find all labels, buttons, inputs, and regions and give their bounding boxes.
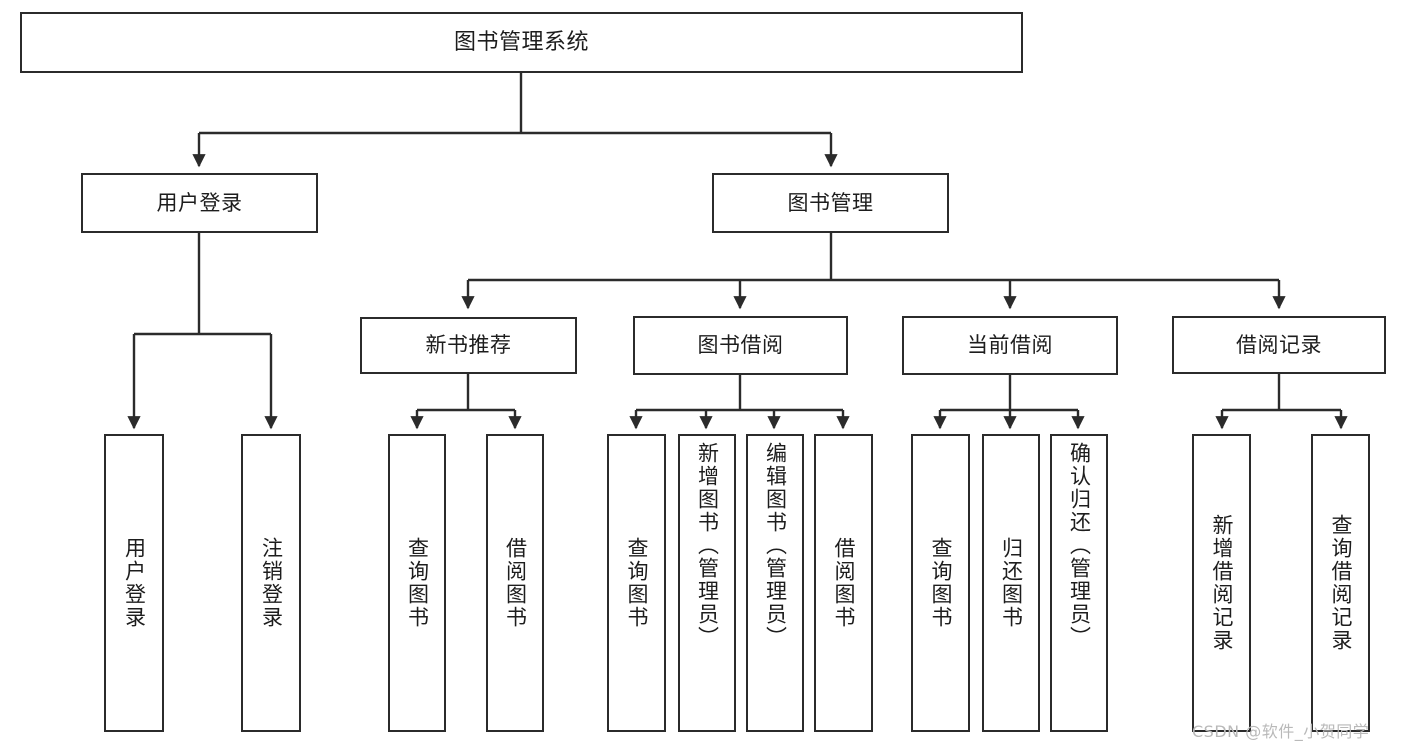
node-leaf-query-borrow-record-label: 查询借阅记录 [1329,514,1353,652]
node-leaf-logout[interactable]: 注销登录 [241,434,301,732]
node-leaf-add-borrow-record[interactable]: 新增借阅记录 [1192,434,1251,732]
node-leaf-query-book-recommend[interactable]: 查询图书 [388,434,446,732]
node-book-borrow-label: 图书借阅 [697,333,784,358]
node-user-login-label: 用户登录 [156,190,243,215]
node-leaf-query-book-borrow[interactable]: 查询图书 [607,434,666,732]
node-root-label: 图书管理系统 [453,29,589,55]
node-leaf-query-borrow-record[interactable]: 查询借阅记录 [1311,434,1370,732]
node-book-management-label: 图书管理 [787,190,874,215]
node-leaf-add-book[interactable]: 新增图书（管理员） [678,434,736,732]
node-borrow-record[interactable]: 借阅记录 [1172,316,1386,374]
node-user-login[interactable]: 用户登录 [81,173,318,233]
node-leaf-user-login-label: 用户登录 [122,537,147,629]
node-borrow-record-label: 借阅记录 [1236,332,1322,357]
node-leaf-edit-book[interactable]: 编辑图书（管理员） [746,434,804,732]
node-leaf-user-login[interactable]: 用户登录 [104,434,164,732]
node-leaf-edit-book-label: 编辑图书（管理员） [763,442,788,649]
node-leaf-borrow-book-label: 借阅图书 [832,537,856,629]
node-leaf-borrow-book-recommend-label: 借阅图书 [503,537,528,629]
node-new-book-recommend-label: 新书推荐 [425,333,512,358]
node-leaf-return-book[interactable]: 归还图书 [982,434,1040,732]
node-current-borrow-label: 当前借阅 [967,333,1053,358]
node-leaf-query-book-borrow-label: 查询图书 [625,537,649,629]
node-leaf-borrow-book[interactable]: 借阅图书 [814,434,873,732]
csdn-watermark: CSDN @软件_小贺同学 [1192,722,1370,741]
node-leaf-query-book-current-label: 查询图书 [929,537,953,629]
node-new-book-recommend[interactable]: 新书推荐 [360,317,577,374]
node-book-management[interactable]: 图书管理 [712,173,949,233]
node-root[interactable]: 图书管理系统 [20,12,1023,73]
node-leaf-add-book-label: 新增图书（管理员） [695,442,720,649]
node-book-borrow[interactable]: 图书借阅 [633,316,848,375]
node-leaf-return-book-label: 归还图书 [999,537,1024,629]
node-current-borrow[interactable]: 当前借阅 [902,316,1118,375]
node-leaf-confirm-return-label: 确认归还（管理员） [1067,442,1092,649]
node-leaf-logout-label: 注销登录 [259,537,284,629]
node-leaf-borrow-book-recommend[interactable]: 借阅图书 [486,434,544,732]
node-leaf-query-book-current[interactable]: 查询图书 [911,434,970,732]
node-leaf-query-book-recommend-label: 查询图书 [405,537,430,629]
node-leaf-confirm-return[interactable]: 确认归还（管理员） [1050,434,1108,732]
node-leaf-add-borrow-record-label: 新增借阅记录 [1210,514,1234,652]
